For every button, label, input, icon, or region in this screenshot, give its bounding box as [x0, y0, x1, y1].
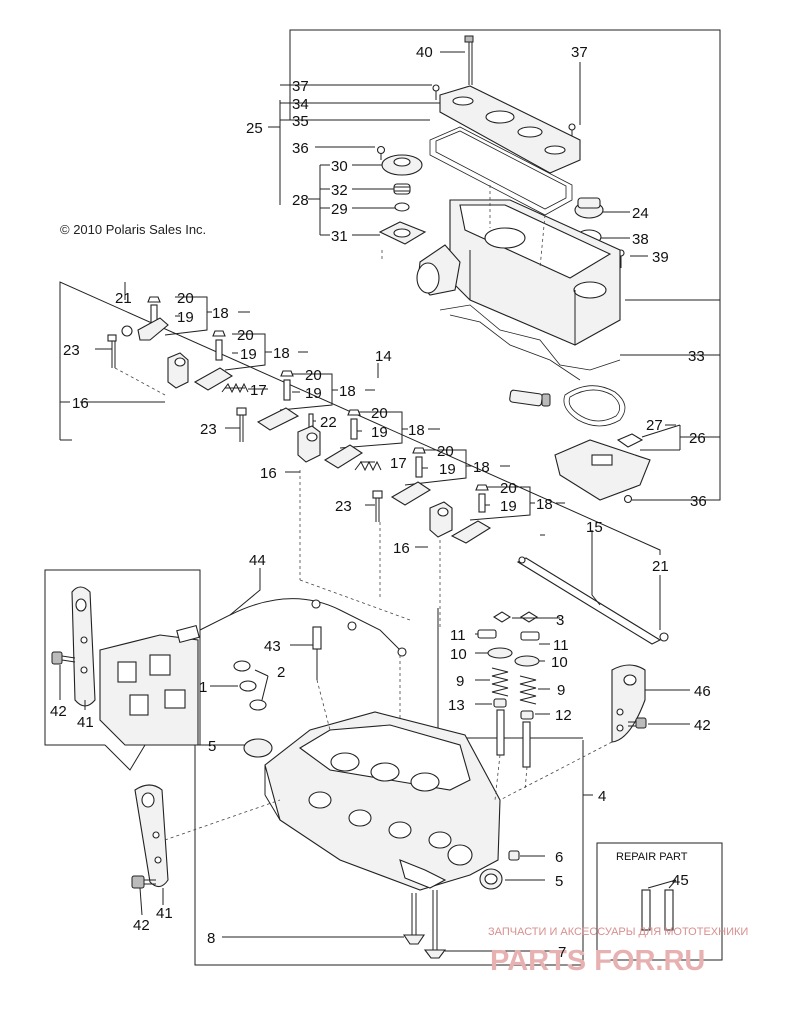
callout-22: 22	[320, 414, 337, 431]
callout-7: 7	[558, 944, 566, 961]
callout-45: 45	[672, 872, 689, 889]
callout-36: 36	[292, 140, 309, 157]
callout-10: 10	[551, 654, 568, 671]
callout-21: 21	[115, 290, 132, 307]
callout-40: 40	[416, 44, 433, 61]
callout-18: 18	[339, 383, 356, 400]
callout-20: 20	[305, 367, 322, 384]
callout-14: 14	[375, 348, 392, 365]
callout-9: 9	[557, 682, 565, 699]
callout-13: 13	[448, 697, 465, 714]
callout-8: 8	[207, 930, 215, 947]
callout-39: 39	[652, 249, 669, 266]
callout-20: 20	[371, 405, 388, 422]
callout-12: 12	[555, 707, 572, 724]
callout-33: 33	[688, 348, 705, 365]
callout-46: 46	[694, 683, 711, 700]
callout-16: 16	[260, 465, 277, 482]
callout-19: 19	[371, 424, 388, 441]
callout-43: 43	[264, 638, 281, 655]
callout-36: 36	[690, 493, 707, 510]
valve-cover-group	[268, 29, 721, 504]
callout-18: 18	[536, 496, 553, 513]
callout-5: 5	[555, 873, 563, 890]
callout-26: 26	[689, 430, 706, 447]
callout-19: 19	[439, 461, 456, 478]
callout-11: 11	[553, 637, 569, 654]
callout-labels: 40 37 37 34 35 25 36 30 32 28 29 31 24 3…	[50, 44, 711, 961]
repair-part-title: REPAIR PART	[616, 851, 688, 863]
callout-42: 42	[50, 703, 67, 720]
callout-2: 2	[277, 664, 285, 681]
callout-20: 20	[237, 327, 254, 344]
cylinder-head	[131, 568, 723, 966]
callout-29: 29	[331, 201, 348, 218]
callout-16: 16	[72, 395, 89, 412]
callout-34: 34	[292, 96, 309, 113]
callout-41: 41	[77, 714, 94, 731]
callout-16: 16	[393, 540, 410, 557]
callout-37: 37	[571, 44, 588, 61]
callout-15: 15	[586, 519, 603, 536]
callout-1: 1	[199, 679, 207, 696]
callout-5: 5	[208, 738, 216, 755]
callout-20: 20	[500, 480, 517, 497]
callout-37: 37	[292, 78, 309, 95]
callout-18: 18	[212, 305, 229, 322]
callout-10: 10	[450, 646, 467, 663]
callout-31: 31	[331, 228, 348, 245]
callout-30: 30	[331, 158, 348, 175]
callout-19: 19	[177, 309, 194, 326]
watermark-line1: ЗАПЧАСТИ И АКСЕССУАРЫ ДЛЯ МОТОТЕХНИКИ	[488, 926, 748, 938]
inset-bracket-detail	[44, 569, 201, 771]
callout-23: 23	[63, 342, 80, 359]
callout-18: 18	[473, 459, 490, 476]
copyright-text: © 2010 Polaris Sales Inc.	[60, 222, 206, 237]
callout-42: 42	[694, 717, 711, 734]
callout-35: 35	[292, 113, 309, 130]
callout-42: 42	[133, 917, 150, 934]
callout-9: 9	[456, 673, 464, 690]
callout-4: 4	[598, 788, 606, 805]
callout-25: 25	[246, 120, 263, 137]
callout-19: 19	[240, 346, 257, 363]
callout-27: 27	[646, 417, 663, 434]
callout-18: 18	[273, 345, 290, 362]
callout-32: 32	[331, 182, 348, 199]
callout-41: 41	[156, 905, 173, 922]
callout-23: 23	[200, 421, 217, 438]
callout-23: 23	[335, 498, 352, 515]
callout-19: 19	[500, 498, 517, 515]
callout-18: 18	[408, 422, 425, 439]
callout-20: 20	[437, 443, 454, 460]
callout-21: 21	[652, 558, 669, 575]
callout-11: 11	[450, 627, 466, 644]
callout-17: 17	[250, 382, 267, 399]
callout-20: 20	[177, 290, 194, 307]
watermark-line2: PARTS FOR.RU	[490, 945, 705, 977]
watermark: ЗАПЧАСТИ И АКСЕССУАРЫ ДЛЯ МОТОТЕХНИКИ PA…	[488, 926, 748, 977]
callout-44: 44	[249, 552, 266, 569]
callout-6: 6	[555, 849, 563, 866]
callout-38: 38	[632, 231, 649, 248]
callout-19: 19	[305, 385, 322, 402]
rocker-arm-group	[59, 281, 669, 645]
callout-24: 24	[632, 205, 649, 222]
callout-28: 28	[292, 192, 309, 209]
callout-3: 3	[556, 612, 564, 629]
copyright-notice: © 2010 Polaris Sales Inc.	[60, 222, 206, 237]
callout-17: 17	[390, 455, 407, 472]
